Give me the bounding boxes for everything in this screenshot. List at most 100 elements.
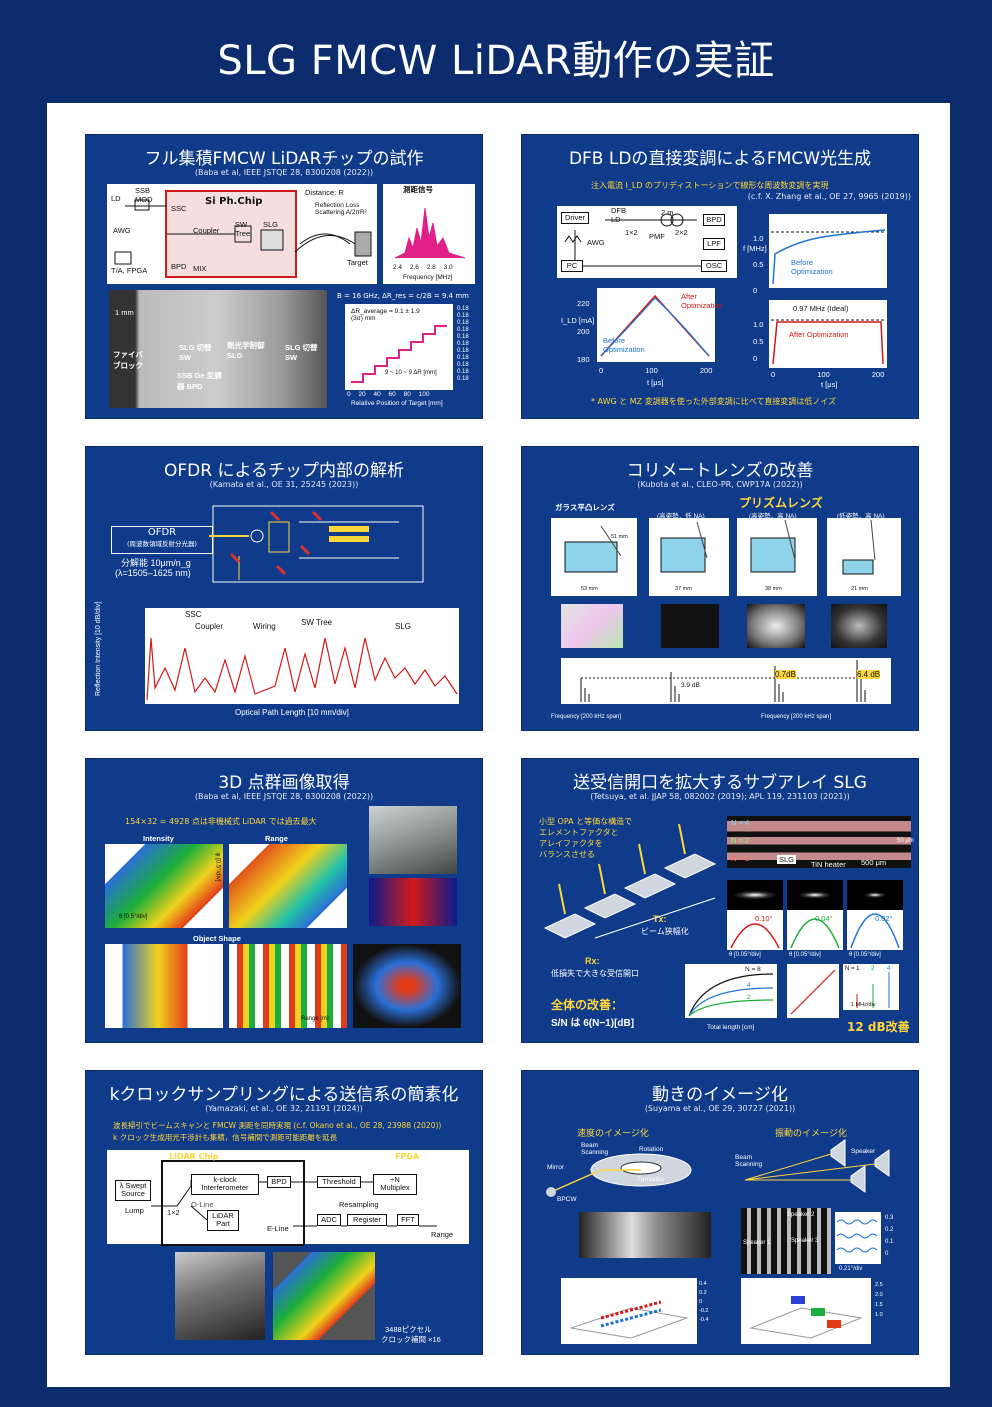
slg-label: SLG	[777, 855, 797, 864]
turntable-diagram	[546, 1153, 692, 1197]
freq-curve-before	[771, 229, 886, 285]
lidar-chip-label: LiDAR Chip	[169, 1152, 219, 1161]
v-turntable: Turntable	[637, 1176, 665, 1183]
panel-ref: (Baba et al, IEEE JSTQE 28, 8300208 (202…	[194, 792, 374, 801]
lens-xlabel-1: Frequency [200 kHz span]	[551, 714, 622, 720]
v-beam-scanning: Beam Scanning	[581, 1142, 609, 1156]
fpga-label: FPGA	[395, 1152, 420, 1161]
intensity-plot	[105, 844, 223, 928]
length-xlabel: Total length [cm]	[707, 1024, 755, 1031]
photo-slg-sw-left: SLG 切替 SW	[179, 343, 212, 362]
photo-scale: 1 mm	[115, 308, 134, 317]
peak-coupler: Coupler	[195, 622, 224, 631]
label-distance: Distance: R	[305, 188, 344, 197]
block-2x2: 2×2	[675, 228, 688, 237]
inset-plot	[843, 964, 899, 1010]
panel-ref: (Kubota et al., CLEO-PR, CWP17A (2022))	[637, 480, 803, 489]
ild-after: After Optimization	[681, 292, 723, 310]
ofdr-chip-schematic	[209, 505, 424, 583]
velocity-image	[579, 1212, 711, 1258]
subarray-diagram	[543, 823, 717, 939]
panel-ref: (Suyama et al., OE 29, 30727 (2021))	[644, 1104, 796, 1113]
subarray-note: 小型 OPA と等価な構造で エレメントファクタと アレイファクタを バランスさ…	[539, 817, 633, 859]
rx-label: Rx:	[585, 956, 600, 966]
block-1x2: 1×2	[167, 1208, 180, 1217]
scale-500: 500 μm	[861, 858, 887, 867]
panel-ref: (c.f. X. Zhang et al., OE 27, 9965 (2019…	[747, 192, 911, 201]
length-curves	[688, 973, 774, 1017]
axis-theta: θ [0.5°/div]	[119, 914, 148, 920]
ofdr-trace	[146, 637, 458, 701]
n4: N = 4	[731, 818, 750, 827]
block-adc: ADC	[317, 1214, 341, 1227]
photo-fiber-block: ファイバ ブロック	[113, 350, 143, 370]
profile-2	[787, 910, 843, 950]
vib-speaker2: Speaker 2	[787, 1212, 815, 1218]
panel-ref: (Kamata et al., OE 31, 25245 (2023))	[209, 480, 359, 489]
interp-label: クロック補間 ×16	[381, 1335, 441, 1344]
panel-ofdr: OFDR によるチップ内部の解析 (Kamata et al., OE 31, …	[85, 446, 483, 731]
chip-waveguides	[114, 199, 372, 265]
lens-photo-2	[661, 604, 719, 648]
lens-spectra	[561, 658, 891, 704]
vibration-label: 振動のイメージ化	[775, 1129, 847, 1139]
dfb-footnote: * AWG と MZ 変調器を使った外部変調に比べて直接変調は低ノイズ	[591, 397, 837, 406]
panel-title: 動きのイメージ化	[652, 1085, 788, 1105]
theta-2: θ [0.05°/div]	[789, 952, 821, 958]
curve-n4: 4	[747, 982, 751, 989]
panel-title: kクロックサンプリングによる送信系の簡素化	[109, 1085, 459, 1105]
signal-plot	[383, 184, 475, 284]
pixels-label: 3488ピクセル	[385, 1325, 432, 1334]
profile-curves	[730, 913, 900, 949]
lens-4-drawing	[827, 518, 901, 596]
gain-3: 6.4 dB	[857, 670, 881, 679]
ild-curves	[600, 294, 710, 357]
peak-wiring: Wiring	[253, 622, 276, 631]
signal-ticks: 2.4 2.6 2.8 3.0	[393, 264, 453, 271]
signal-title: 測距信号	[403, 185, 433, 194]
beat-xticks: 0 20 40 60 80 100	[347, 391, 430, 398]
vibration-image	[741, 1208, 831, 1274]
kclock-wires	[151, 1180, 437, 1227]
freq-ideal: 0.97 MHz (Ideal)	[793, 304, 849, 313]
improve-label: 全体の改善：	[551, 998, 624, 1012]
axis-phi: φ [0.5°/div]	[214, 852, 221, 882]
poster-title: SLG FMCW LiDAR動作の実証	[217, 38, 775, 84]
lens-photo-3	[747, 604, 805, 648]
block-multiplex: ÷N Multiplex	[373, 1174, 417, 1195]
block-lidar-part: LiDAR Part	[207, 1210, 239, 1231]
panel-ref: (Tetsuya, et al. JJAP 58, 082002 (2019);…	[590, 792, 850, 801]
block-2m: 2 m	[661, 208, 674, 217]
inset-peaks	[856, 972, 890, 1008]
panel-motion: 動きのイメージ化 (Suyama et al., OE 29, 30727 (2…	[521, 1070, 919, 1355]
block-swept: λ Swept Source	[115, 1180, 151, 1201]
v-bpcw: BPCW	[557, 1196, 577, 1203]
panel-3d: 3D 点群画像取得 (Baba et al, IEEE JSTQE 28, 83…	[85, 758, 483, 1043]
block-1x2: 1×2	[625, 228, 638, 237]
panel-title: 送受信開口を拡大するサブアレイ SLG	[573, 773, 867, 793]
label-reflection: Reflection Loss Scattering A/2πR²	[315, 202, 367, 216]
panel-title: コリメートレンズの改善	[626, 461, 814, 481]
profile-3	[847, 910, 903, 950]
label-target: Target	[347, 258, 368, 267]
photo-slg-sw-right: SLG 切替 SW	[285, 343, 318, 362]
object-plot-3	[353, 944, 461, 1028]
intensity-label: Intensity	[143, 834, 174, 843]
label-ld: LD	[111, 194, 121, 203]
scale-50: 50 μm	[897, 838, 914, 844]
label-coupler: Coupler	[193, 226, 220, 235]
panel-ref: (Yamazaki, et al., OE 32, 21191 (2024))	[205, 1104, 363, 1113]
angle-1: 0.10°	[755, 914, 773, 923]
inset-n1: N = 1	[845, 966, 860, 972]
vibration-3d-points	[749, 1296, 863, 1339]
panel-title: OFDR によるチップ内部の解析	[164, 461, 404, 481]
slg-photo	[727, 816, 911, 868]
panel-ref: (Baba et al, IEEE JSTQE 28, 8300208 (202…	[194, 168, 374, 177]
speaker-diagram	[744, 1139, 890, 1193]
range-label: Range	[265, 834, 288, 843]
freq-plot-before	[769, 214, 887, 288]
tx-desc: ビーム狭幅化	[641, 927, 689, 936]
vib-beam-scanning: Beam Scanning	[735, 1154, 763, 1168]
